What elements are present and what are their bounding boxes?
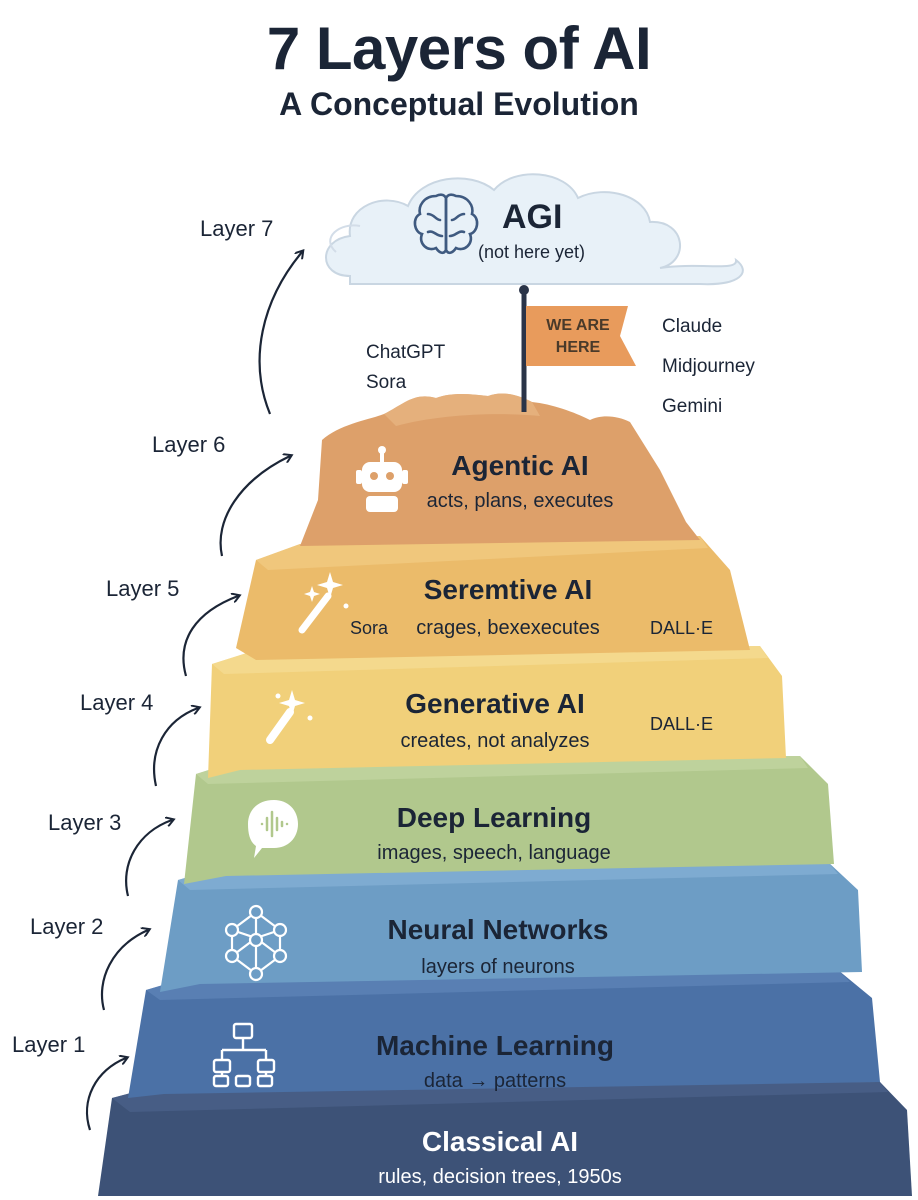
tier-name-generative-ai: Generative AI <box>405 688 585 719</box>
hierarchy-icon <box>212 1022 276 1088</box>
layer-label-1: Layer 1 <box>12 1032 86 1057</box>
arrow-to-layer-3 <box>125 820 172 897</box>
brain-icon <box>413 193 479 255</box>
tier-desc-neural-networks: layers of neurons <box>421 956 575 978</box>
arrow-to-layer-2 <box>100 930 148 1011</box>
page-subtitle: A Conceptual Evolution <box>279 86 639 122</box>
layer-label-2: Layer 2 <box>30 914 104 939</box>
tier-name-deep-learning: Deep Learning <box>396 802 592 833</box>
tier-tag-dalle-5: DALL·E <box>650 714 714 734</box>
neural-network-icon <box>224 904 288 982</box>
tier-desc-machine-learning: data → patterns <box>423 1070 567 1092</box>
tier-name-classical-ai: Classical AI <box>421 1126 579 1157</box>
layer-label-5: Layer 5 <box>106 576 180 601</box>
tier-name-seremtive-ai: Seremtive AI <box>423 574 593 605</box>
model-gemini: Gemini <box>662 396 723 417</box>
we-are-here-flag <box>519 285 636 412</box>
layer-label-4: Layer 4 <box>80 690 154 715</box>
tier-desc-agentic-ai: acts, plans, executes <box>426 490 614 512</box>
layer-label-6: Layer 6 <box>152 432 226 457</box>
tier-tag-dalle-6: DALL·E <box>650 618 714 638</box>
speech-waveform-icon <box>248 800 298 858</box>
progression-arrows <box>85 252 302 1131</box>
model-claude: Claude <box>662 316 723 337</box>
tier-tag-sora: Sora <box>350 618 389 638</box>
model-midjourney: Midjourney <box>662 356 755 377</box>
tier-desc-deep-learning: images, speech, language <box>377 842 611 864</box>
tier-name-neural-networks: Neural Networks <box>387 914 609 945</box>
tier-desc-classical-ai: rules, decision trees, 1950s <box>378 1166 622 1188</box>
model-chatgpt: ChatGPT <box>366 342 446 363</box>
tier-name-machine-learning: Machine Learning <box>375 1030 615 1061</box>
magic-wand-icon <box>266 690 313 744</box>
arrow-to-layer-5 <box>182 596 238 677</box>
tier-name-agentic-ai: Agentic AI <box>451 450 589 481</box>
layer-label-3: Layer 3 <box>48 810 122 835</box>
agi-cloud <box>325 173 744 286</box>
agi-note: (not here yet) <box>478 242 586 262</box>
magic-wand-icon <box>298 572 349 634</box>
arrow-to-layer-1 <box>85 1058 126 1131</box>
tier-desc-seremtive-ai: crages, bexexecutes <box>416 617 600 639</box>
tier-agentic-ai <box>300 393 700 546</box>
tier-desc-generative-ai: creates, not analyzes <box>400 730 590 752</box>
arrow-to-layer-4 <box>153 708 198 787</box>
model-sora: Sora <box>366 372 407 393</box>
agi-title: AGI <box>502 198 563 236</box>
flag-line-1: WE ARE <box>546 317 610 334</box>
flag-line-2: HERE <box>555 339 601 356</box>
layer-label-7: Layer 7 <box>200 216 274 241</box>
arrow-to-layer-6 <box>219 456 290 557</box>
robot-icon <box>356 446 408 512</box>
arrow-to-layer-7 <box>258 252 302 415</box>
page-title: 7 Layers of AI <box>266 15 652 82</box>
